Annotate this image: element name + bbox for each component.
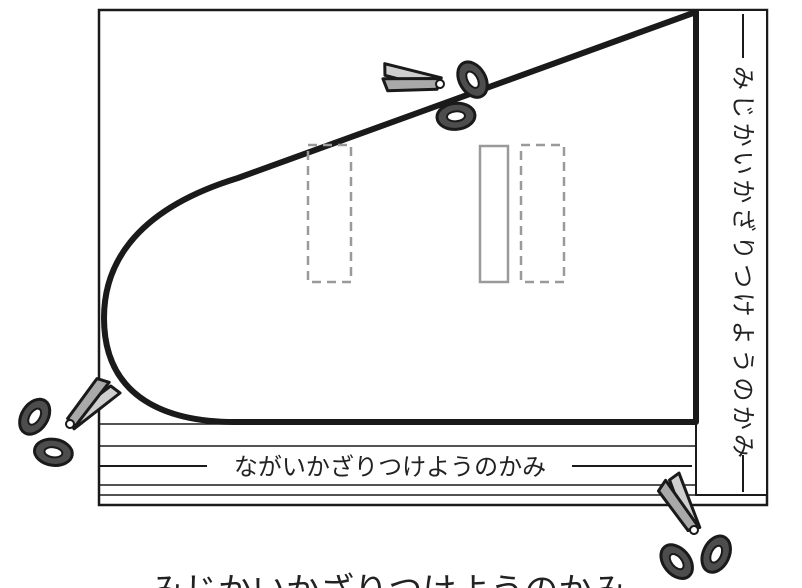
short-strip-char: け	[729, 292, 757, 316]
short-strip-char: よ	[729, 321, 757, 345]
slot-solid	[478, 144, 510, 284]
short-strip-char: じ	[729, 94, 757, 118]
short-strip-char: の	[729, 377, 757, 401]
short-strip-char: み	[729, 434, 757, 458]
short-strip-char: か	[729, 179, 757, 203]
short-strip-char: か	[729, 406, 757, 430]
short-strip-char: り	[729, 236, 757, 260]
short-strip-char: つ	[729, 264, 757, 288]
short-strip-char: み	[729, 66, 757, 90]
short-strip-char: い	[729, 151, 757, 175]
cut-outline	[101, 9, 699, 425]
short-strip-char: う	[729, 349, 757, 373]
long-strip-label: ながいかざりつけようのかみ	[234, 453, 546, 481]
short-strip-char: ざ	[729, 208, 757, 232]
slot-dashed-left	[306, 143, 353, 284]
slot-dashed-right	[519, 143, 566, 284]
short-strip	[695, 9, 768, 496]
short-strip-char: か	[729, 123, 757, 147]
